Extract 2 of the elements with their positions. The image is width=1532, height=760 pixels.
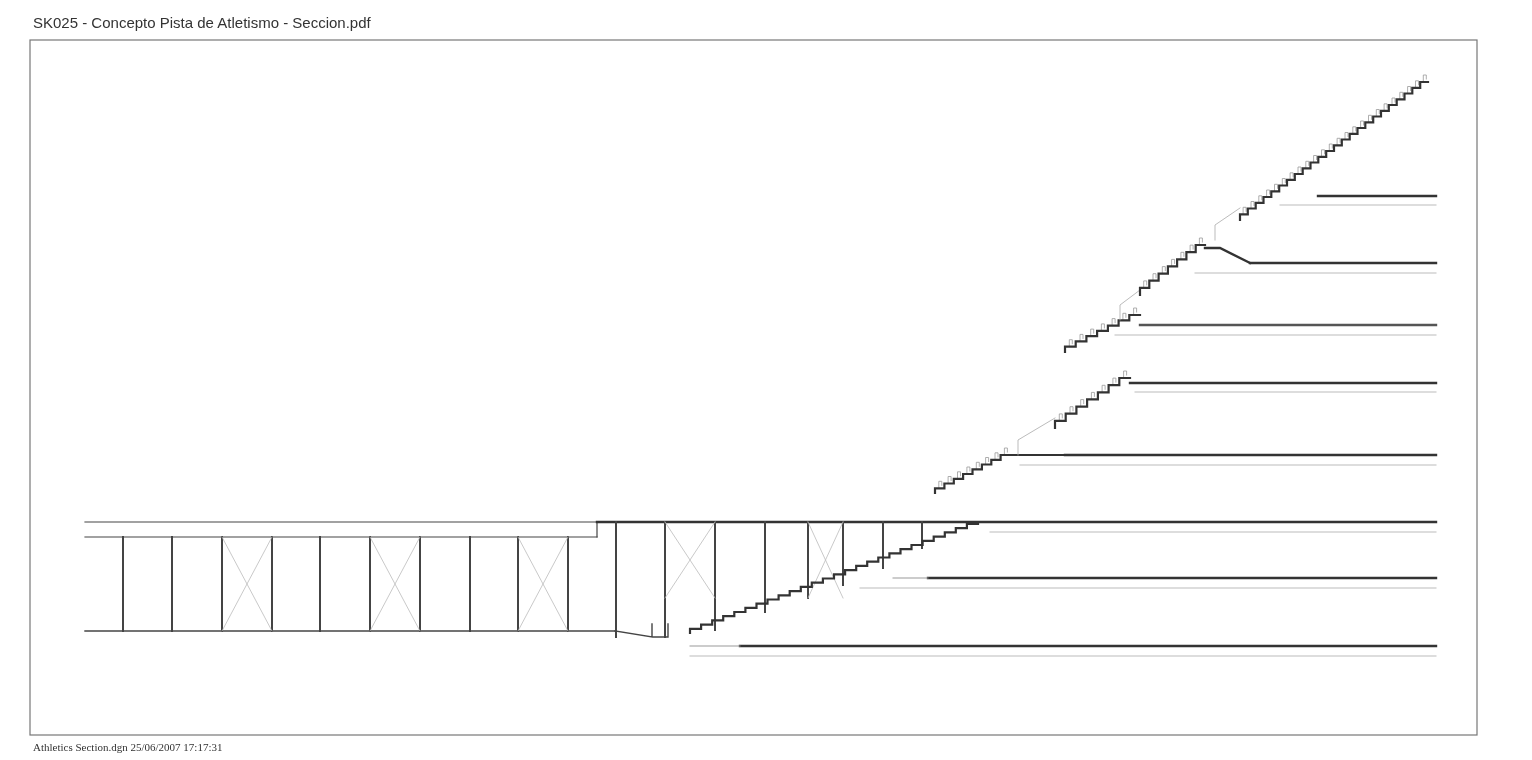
sheet-title: SK025 - Concepto Pista de Atletismo - Seccion.pdf (33, 14, 371, 31)
file-caption: Athletics Section.dgn 25/06/2007 17:17:31 (33, 741, 223, 753)
